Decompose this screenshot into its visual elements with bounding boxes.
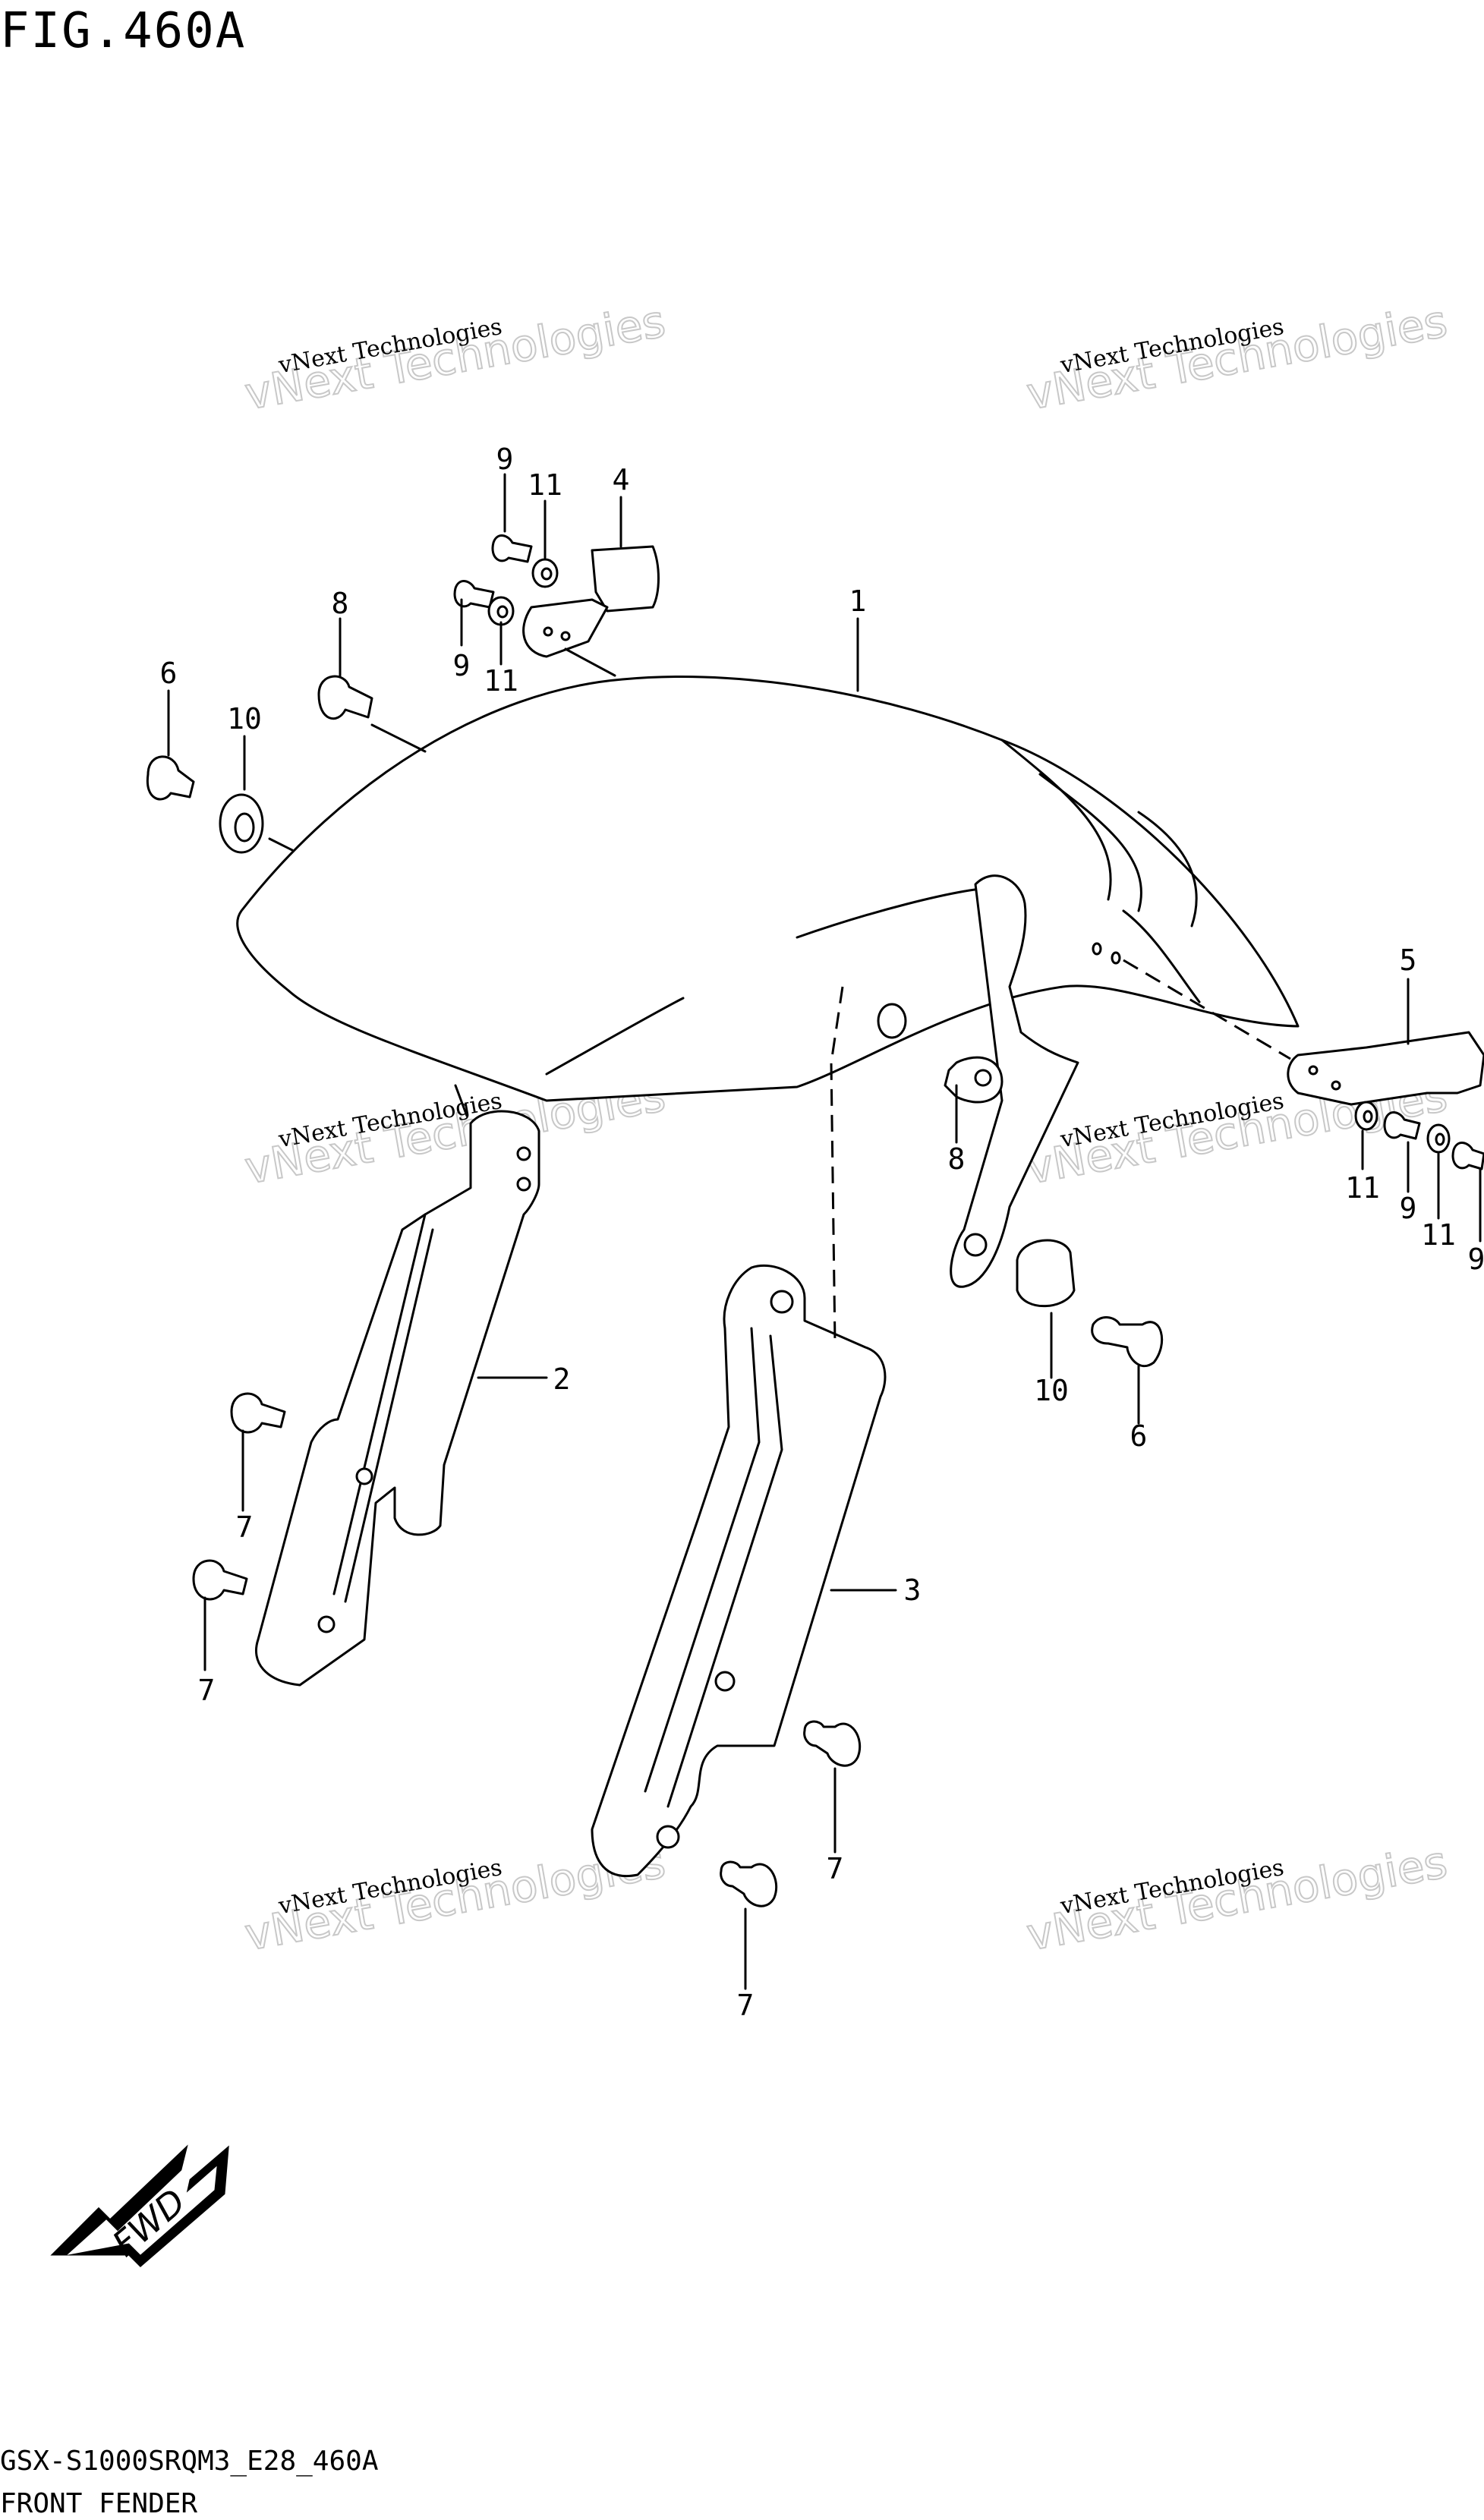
- model-code: GSX-S1000SRQM3_E28_460A: [0, 2446, 379, 2477]
- watermark: vNext Technologies vNext Technologies: [241, 295, 670, 421]
- callout-label: 1: [849, 584, 867, 618]
- callout-label: 8: [948, 1142, 966, 1176]
- bracket-right: [1287, 1031, 1484, 1106]
- watermark: vNext Technologies vNext Technologies: [1022, 1835, 1452, 1961]
- section-name: FRONT FENDER: [0, 2488, 198, 2519]
- callout-label: 2: [553, 1362, 571, 1396]
- callout-label: 5: [1400, 943, 1417, 977]
- assembly-line: [830, 986, 844, 1344]
- callout-label: 8: [332, 587, 349, 620]
- fwd-arrow: FWD: [50, 2144, 229, 2268]
- callout-label: 10: [227, 702, 262, 736]
- callout-label: 3: [904, 1573, 922, 1607]
- watermark: vNext Technologies vNext Technologies: [1022, 295, 1452, 421]
- callout-label: 9: [1400, 1192, 1417, 1225]
- front-fender-body: [236, 676, 1300, 1102]
- brace-left: [254, 1084, 540, 1687]
- assembly-line: [1123, 959, 1291, 1060]
- brace-right: [591, 1264, 887, 1877]
- callout-label: 10: [1034, 1374, 1069, 1407]
- callout-label: 4: [613, 463, 630, 496]
- callout-label: 6: [160, 657, 178, 690]
- fasteners: [146, 534, 1484, 1907]
- leader-lines: [167, 473, 1482, 1990]
- callout-label: 9: [1468, 1243, 1484, 1276]
- callouts: 1 2 3 4 5 6 6 7 7 7 7 8 8 9 9 9 9 10 10 …: [160, 443, 1484, 2022]
- bracket-upper: [522, 545, 660, 677]
- fender-fork-mount: [950, 874, 1079, 1288]
- callout-label: 7: [236, 1510, 254, 1544]
- callout-label: 11: [1345, 1171, 1380, 1205]
- callout-label: 7: [198, 1674, 216, 1707]
- callout-label: 11: [528, 468, 562, 502]
- callout-label: 9: [453, 649, 471, 682]
- callout-label: 11: [1421, 1218, 1456, 1252]
- callout-label: 11: [484, 664, 518, 698]
- figure-title: FIG.460A: [0, 3, 247, 59]
- watermarks: vNext Technologies vNext Technologies vN…: [241, 295, 1452, 1961]
- callout-label: 6: [1130, 1419, 1148, 1453]
- callout-label: 7: [737, 1989, 755, 2022]
- callout-label: 7: [827, 1852, 844, 1885]
- callout-label: 9: [496, 443, 514, 476]
